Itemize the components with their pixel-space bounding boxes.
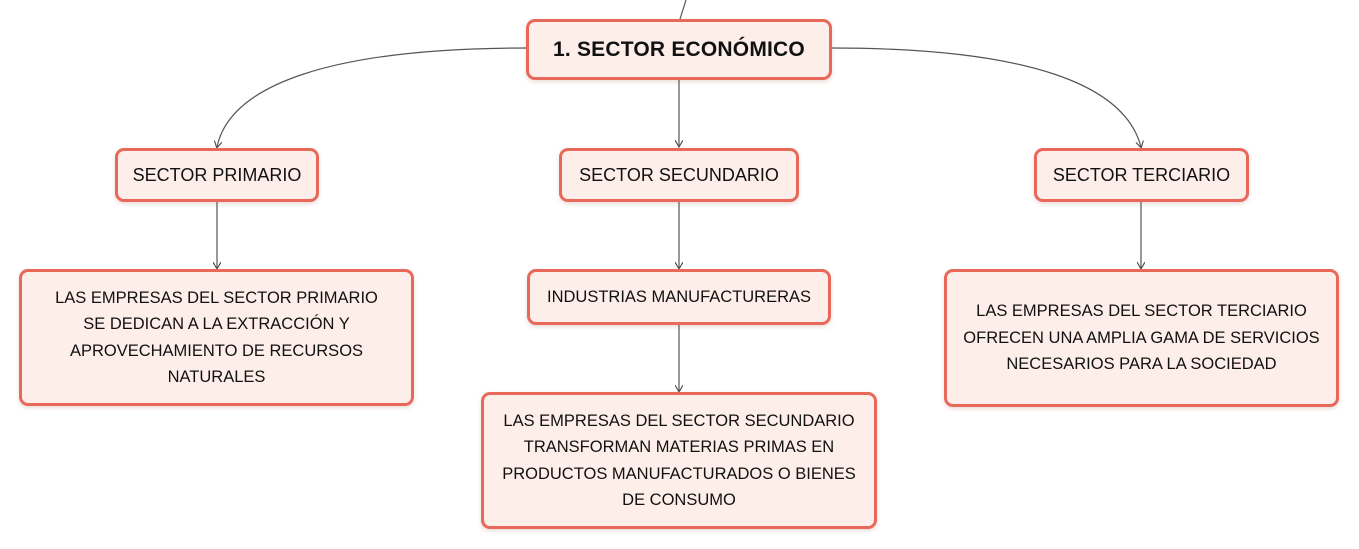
incoming-connector [679, 0, 687, 20]
node-sector-primario-label: SECTOR PRIMARIO [132, 165, 302, 185]
node-terciario-description-text: LAS EMPRESAS DEL SECTOR TERCIARIO OFRECE… [963, 302, 1320, 374]
root-node-sector-economico[interactable]: 1. SECTOR ECONÓMICO [526, 19, 832, 80]
node-sector-primario[interactable]: SECTOR PRIMARIO [115, 148, 319, 202]
node-primario-description-text: LAS EMPRESAS DEL SECTOR PRIMARIO SE DEDI… [55, 288, 378, 387]
node-sector-terciario-label: SECTOR TERCIARIO [1052, 165, 1231, 185]
node-terciario-description[interactable]: LAS EMPRESAS DEL SECTOR TERCIARIO OFRECE… [944, 269, 1339, 407]
node-primario-description[interactable]: LAS EMPRESAS DEL SECTOR PRIMARIO SE DEDI… [19, 269, 414, 406]
node-industrias-manufactureras[interactable]: INDUSTRIAS MANUFACTURERAS [527, 269, 831, 325]
node-sector-secundario[interactable]: SECTOR SECUNDARIO [559, 148, 799, 202]
node-sector-secundario-label: SECTOR SECUNDARIO [579, 165, 779, 185]
root-to-primario-connector [217, 47, 528, 147]
node-industrias-manufactureras-label: INDUSTRIAS MANUFACTURERAS [546, 287, 812, 306]
root-to-terciario-connector [830, 47, 1141, 147]
node-secundario-description[interactable]: LAS EMPRESAS DEL SECTOR SECUNDARIO TRANS… [481, 392, 877, 529]
root-node-label: 1. SECTOR ECONÓMICO [553, 37, 805, 61]
node-sector-terciario[interactable]: SECTOR TERCIARIO [1034, 148, 1249, 202]
node-secundario-description-text: LAS EMPRESAS DEL SECTOR SECUNDARIO TRANS… [502, 411, 856, 510]
